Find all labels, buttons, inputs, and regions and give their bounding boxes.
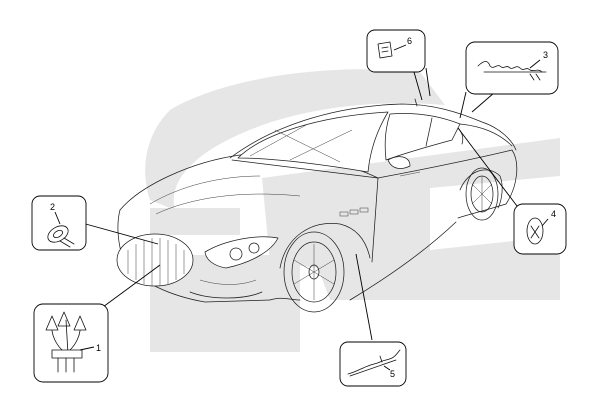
callout-4-number: 4 [551,209,556,219]
callout-2: 2 [31,195,87,251]
leader-line-2 [81,222,159,245]
car-illustration [116,98,518,313]
leader-line-6b [425,67,431,97]
callout-1-number: 1 [96,343,101,353]
leader-line-5 [355,253,373,341]
callout-2-number: 2 [50,202,55,212]
trident-emblem-icon [45,311,87,373]
leader-line-4 [457,127,521,211]
callout-6: 6 [366,29,426,73]
callout-5-number: 5 [390,369,395,379]
leader-line-3b [459,91,467,119]
round-emblem-icon [526,217,544,245]
callout-3: 3 [465,41,559,95]
fastener-clip-icon [47,225,75,248]
callout-3-number: 3 [543,50,548,60]
side-script-badge-icon [347,349,401,377]
callout-6-number: 6 [407,36,412,46]
clip-fastener-icon [377,41,393,59]
callout-5: 5 [339,341,407,387]
callout-1: 1 [33,303,109,383]
script-badge-icon [477,61,547,81]
watermark-logo [145,69,560,352]
callout-4: 4 [513,203,567,255]
leader-line-6a [413,71,423,101]
